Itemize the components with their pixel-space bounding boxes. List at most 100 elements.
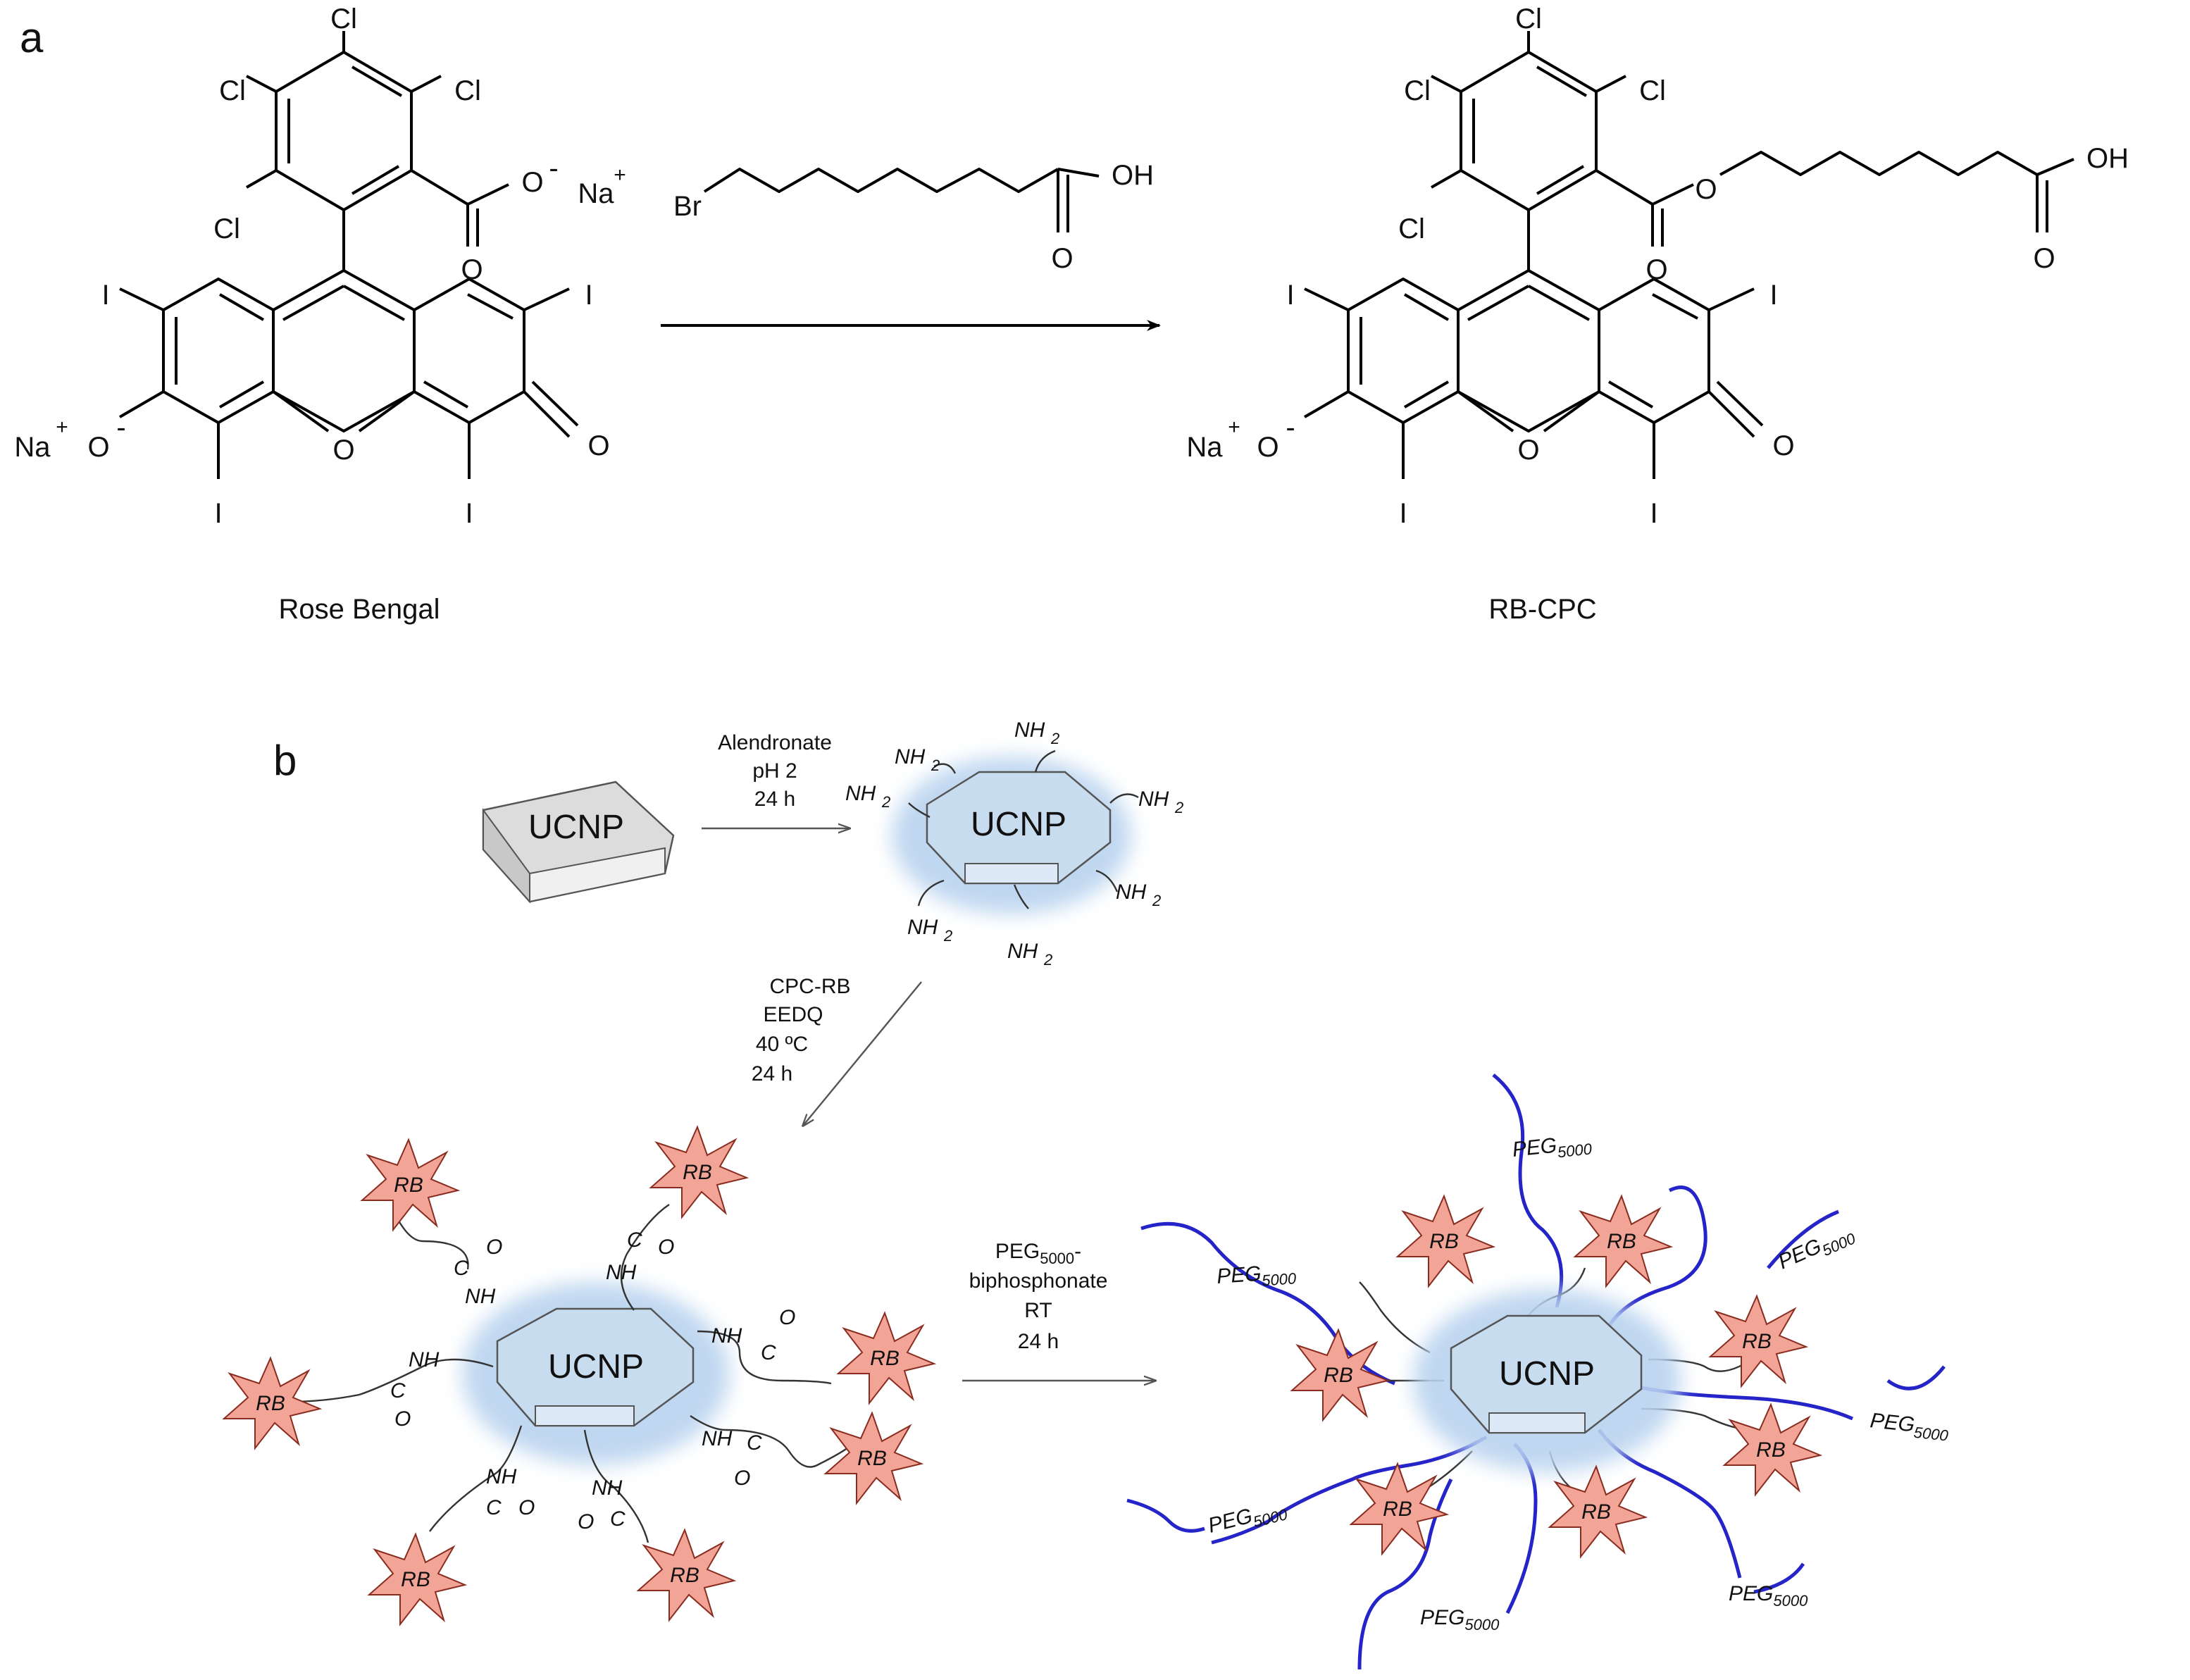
svg-text:PEG5000: PEG5000 <box>1729 1582 1808 1610</box>
svg-text:NH: NH <box>907 916 938 939</box>
rb-star: RB <box>1708 1294 1809 1388</box>
rb-amide-labels: NH C O NH C O NH C O NH C O NH C O NH C … <box>390 1228 795 1533</box>
svg-text:I: I <box>1769 280 1777 311</box>
svg-text:Na: Na <box>578 178 614 209</box>
svg-text:Cl: Cl <box>330 4 357 35</box>
svg-text:UCNP: UCNP <box>528 809 624 846</box>
ucnp-bare: UCNP <box>482 780 675 904</box>
svg-text:I: I <box>101 280 109 311</box>
svg-text:I: I <box>585 280 592 311</box>
reactant-name: Rose Bengal <box>278 594 440 625</box>
rb-cpc-atom-labels: Cl Cl Cl Cl O O O OH I I O O O - Na + I … <box>1186 4 2129 529</box>
svg-text:O: O <box>518 1496 535 1519</box>
svg-text:I: I <box>465 498 473 529</box>
svg-text:O: O <box>332 435 354 466</box>
svg-text:Cl: Cl <box>213 213 240 244</box>
svg-text:NH: NH <box>606 1261 637 1284</box>
svg-text:PEG5000: PEG5000 <box>1216 1259 1298 1293</box>
rb-dyes-right: RB RB RB RB RB RB RB <box>1290 1194 1823 1559</box>
svg-text:2: 2 <box>943 927 952 945</box>
svg-text:40 ºC: 40 ºC <box>756 1033 808 1056</box>
svg-text:RB: RB <box>870 1347 900 1370</box>
svg-text:RB: RB <box>1383 1498 1412 1521</box>
rb-star: RB <box>1349 1462 1450 1556</box>
svg-text:PEG5000: PEG5000 <box>1420 1606 1500 1634</box>
svg-text:RB: RB <box>683 1161 712 1184</box>
ucnp-rb-loaded: UCNP <box>288 1204 853 1543</box>
svg-text:Cl: Cl <box>219 75 246 106</box>
svg-text:O: O <box>1772 430 1794 461</box>
step1-conditions: Alendronate pH 2 24 h <box>718 731 832 811</box>
svg-text:24 h: 24 h <box>1018 1330 1059 1353</box>
svg-text:RB: RB <box>1429 1230 1459 1253</box>
svg-text:24 h: 24 h <box>752 1062 792 1085</box>
rb-star: RB <box>649 1125 749 1219</box>
svg-text:PEG5000: PEG5000 <box>1774 1220 1858 1278</box>
svg-text:O: O <box>658 1236 674 1259</box>
svg-text:I: I <box>1286 280 1294 311</box>
svg-text:UCNP: UCNP <box>1499 1355 1595 1393</box>
svg-text:NH: NH <box>465 1285 496 1308</box>
svg-text:NH: NH <box>1138 788 1169 811</box>
rb-star: RB <box>836 1311 937 1405</box>
svg-text:+: + <box>1228 416 1240 439</box>
svg-text:OH: OH <box>1112 160 1154 191</box>
svg-text:NH: NH <box>845 782 876 805</box>
svg-text:NH: NH <box>1007 940 1038 963</box>
svg-text:Cl: Cl <box>454 75 481 106</box>
svg-text:RB: RB <box>1756 1438 1786 1462</box>
svg-text:NH: NH <box>1116 881 1147 904</box>
svg-text:-: - <box>1286 412 1295 443</box>
peg-labels: PEG5000 PEG5000 PEG5000 PEG5000 PEG5000 … <box>1206 1134 1951 1634</box>
svg-text:biphosphonate: biphosphonate <box>969 1269 1108 1293</box>
svg-text:O: O <box>1517 435 1539 466</box>
svg-text:PEG5000: PEG5000 <box>1869 1409 1951 1445</box>
svg-text:C: C <box>627 1228 642 1252</box>
rb-star: RB <box>1548 1464 1648 1559</box>
svg-text:NH: NH <box>409 1348 440 1371</box>
rb-star: RB <box>360 1138 461 1232</box>
svg-text:Na: Na <box>1186 432 1223 463</box>
svg-text:NH: NH <box>711 1324 742 1348</box>
svg-text:RT: RT <box>1024 1299 1052 1322</box>
svg-text:RB: RB <box>1324 1364 1353 1387</box>
svg-text:2: 2 <box>1174 799 1183 816</box>
svg-text:I: I <box>1399 498 1407 529</box>
svg-text:CPC-RB: CPC-RB <box>769 975 850 998</box>
svg-text:EEDQ: EEDQ <box>763 1003 823 1026</box>
rose-bengal-atom-labels: Cl Cl Cl Cl O - Na + O I I O O O - Na + … <box>14 4 626 529</box>
rb-star: RB <box>1395 1194 1496 1288</box>
svg-text:C: C <box>747 1431 762 1455</box>
rb-cpc-structure <box>1303 31 2074 479</box>
svg-text:Na: Na <box>14 432 51 463</box>
svg-text:O: O <box>486 1236 502 1259</box>
svg-text:UCNP: UCNP <box>971 806 1066 843</box>
svg-text:RB: RB <box>256 1392 285 1415</box>
svg-text:C: C <box>390 1379 406 1402</box>
svg-text:RB: RB <box>857 1447 887 1470</box>
step3-conditions: PEG5000- biphosphonate RT 24 h <box>969 1240 1108 1353</box>
svg-text:O: O <box>1645 254 1667 285</box>
panel-label-b: b <box>273 737 297 784</box>
svg-text:-: - <box>116 412 125 443</box>
svg-text:I: I <box>1650 498 1657 529</box>
svg-text:2: 2 <box>931 757 940 774</box>
svg-text:C: C <box>761 1341 776 1364</box>
svg-text:RB: RB <box>1607 1230 1636 1253</box>
rb-star: RB <box>636 1528 737 1622</box>
svg-text:O: O <box>394 1407 411 1431</box>
svg-text:pH 2: pH 2 <box>752 759 797 783</box>
svg-text:PEG5000-: PEG5000- <box>995 1240 1081 1267</box>
svg-text:Cl: Cl <box>1515 4 1542 35</box>
svg-text:NH: NH <box>702 1427 733 1450</box>
svg-text:C: C <box>486 1496 502 1519</box>
step2-arrow <box>803 981 922 1126</box>
svg-text:2: 2 <box>1043 951 1052 969</box>
svg-text:O: O <box>2033 243 2055 274</box>
svg-text:O: O <box>1695 174 1717 205</box>
reagent-structure <box>703 168 1100 232</box>
svg-text:-: - <box>549 153 558 184</box>
svg-text:NH: NH <box>592 1476 623 1500</box>
svg-text:O: O <box>587 430 609 461</box>
